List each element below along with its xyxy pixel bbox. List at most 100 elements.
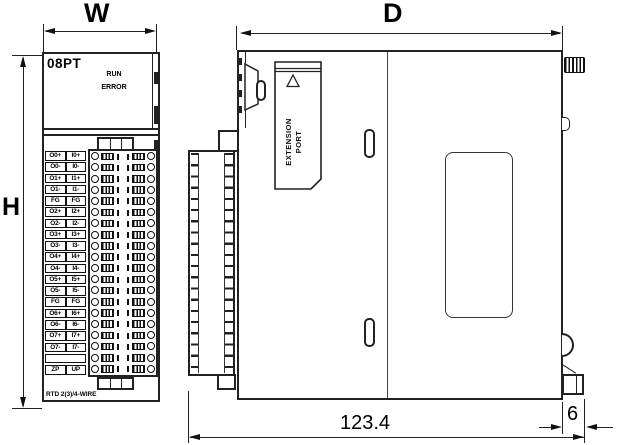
screw-head-icon bbox=[91, 241, 99, 250]
terminal-clamp bbox=[101, 320, 114, 328]
wire-slot bbox=[127, 321, 129, 328]
terminal-clamp bbox=[132, 275, 145, 284]
wire-slot bbox=[127, 366, 129, 373]
terminal-label-row: O3+I3+ bbox=[45, 229, 87, 240]
terminal-label-row: O5+I5+ bbox=[45, 274, 87, 285]
extension-line bbox=[43, 24, 44, 52]
terminal-clamp bbox=[132, 342, 145, 351]
side-terminal-block bbox=[188, 150, 235, 376]
terminal-label-row: O3-I3- bbox=[45, 241, 87, 251]
terminal-label-right: UP bbox=[65, 365, 86, 375]
extension-line bbox=[562, 402, 563, 434]
arrowhead-icon bbox=[551, 423, 562, 430]
terminal-screw-block bbox=[88, 149, 158, 377]
terminal-label-left: O5+ bbox=[45, 274, 66, 285]
wire-slot bbox=[127, 243, 129, 250]
screw-terminal-row bbox=[90, 263, 156, 274]
terminal-label-left: O6+ bbox=[45, 308, 66, 319]
screw-terminal-row bbox=[90, 341, 156, 352]
wire-slot bbox=[117, 332, 119, 339]
screw-head-icon bbox=[91, 174, 99, 183]
side-terminal-step-bottom bbox=[217, 374, 236, 390]
terminal-clamp bbox=[101, 230, 114, 239]
wire-slot bbox=[127, 198, 129, 205]
screw-terminal-row bbox=[90, 218, 156, 229]
wire-slot bbox=[117, 354, 119, 361]
wire-slot bbox=[117, 243, 119, 250]
terminal-clamp bbox=[132, 353, 145, 362]
screw-head-icon bbox=[147, 196, 155, 205]
terminal-label-row: O0+I0+ bbox=[45, 151, 87, 161]
screw-head-icon bbox=[147, 320, 155, 328]
wire-slot bbox=[117, 231, 119, 238]
depth-dimension-label: D bbox=[383, 0, 403, 28]
terminal-clamp bbox=[101, 365, 114, 373]
arrowhead-icon bbox=[19, 56, 26, 67]
terminal-label-left: O2- bbox=[45, 218, 66, 229]
terminal-clamp bbox=[132, 208, 145, 217]
terminal-clamp bbox=[132, 230, 145, 239]
extension-port-label: EXTENSION PORT bbox=[284, 92, 304, 192]
panel-seam-line bbox=[152, 54, 154, 128]
screw-head-icon bbox=[91, 196, 99, 205]
extension-line bbox=[156, 24, 157, 52]
terminal-label-left: O7+ bbox=[45, 331, 66, 341]
bezel-tick bbox=[238, 58, 242, 65]
terminal-label-right: I1- bbox=[65, 184, 86, 195]
screw-head-icon bbox=[147, 230, 155, 239]
terminal-label-right: FG bbox=[65, 196, 86, 206]
screw-head-icon bbox=[91, 297, 99, 306]
bezel-tick bbox=[238, 106, 242, 113]
terminal-clamp bbox=[132, 219, 145, 228]
terminal-label-row: O1-I1- bbox=[45, 184, 87, 195]
side-terminal-step-top bbox=[218, 130, 239, 152]
terminal-block-bottom-tabs bbox=[97, 377, 134, 390]
width-dimension-label: W bbox=[84, 0, 110, 28]
extension-line bbox=[188, 391, 189, 443]
terminal-label-right: I4+ bbox=[65, 252, 86, 262]
terminal-clamp bbox=[101, 242, 114, 250]
din-clip-edge bbox=[560, 363, 577, 374]
screw-head-icon bbox=[91, 163, 99, 172]
terminal-clamp bbox=[101, 353, 114, 362]
din-clip-slot bbox=[576, 376, 578, 393]
error-led-label: ERROR bbox=[101, 83, 127, 91]
terminal-label-left: O6- bbox=[45, 319, 66, 330]
screw-head-icon bbox=[91, 264, 99, 273]
wire-slot bbox=[117, 366, 119, 373]
terminal-label-left: FG bbox=[45, 196, 66, 206]
wire-slot bbox=[127, 343, 129, 350]
wiring-type-label: RTD 2(3)/4-WIRE bbox=[46, 391, 97, 398]
wire-slot bbox=[127, 220, 129, 227]
wire-slot bbox=[127, 164, 129, 171]
extension-line bbox=[12, 408, 42, 409]
dimension-line bbox=[242, 32, 560, 34]
screw-head-icon bbox=[147, 241, 155, 250]
case-bump bbox=[562, 117, 570, 131]
terminal-label-left: O5- bbox=[45, 286, 66, 296]
wire-slot bbox=[127, 209, 129, 216]
terminal-label-right: I3- bbox=[65, 241, 86, 251]
vent-slot bbox=[364, 318, 375, 347]
terminal-label-right: I0- bbox=[65, 162, 86, 172]
terminal-clamp bbox=[132, 152, 145, 161]
arrowhead-icon bbox=[145, 28, 156, 34]
terminal-clamp bbox=[132, 264, 145, 273]
wire-slot bbox=[127, 299, 129, 306]
screw-terminal-row bbox=[90, 151, 156, 162]
screw-head-icon bbox=[147, 185, 155, 194]
screw-terminal-row bbox=[90, 296, 156, 307]
terminal-clamp bbox=[101, 264, 114, 273]
wire-slot bbox=[117, 321, 119, 328]
screw-terminal-row bbox=[90, 274, 156, 285]
arrowhead-icon bbox=[19, 397, 26, 408]
model-label: 08PT bbox=[47, 56, 82, 71]
extension-line bbox=[236, 26, 237, 50]
terminal-clamp bbox=[132, 253, 145, 261]
din-hook-arc bbox=[562, 333, 574, 357]
terminal-label-row: O6-I6- bbox=[45, 319, 87, 330]
terminal-label-left: O0+ bbox=[45, 151, 66, 161]
terminal-label-left: FG bbox=[45, 297, 66, 307]
